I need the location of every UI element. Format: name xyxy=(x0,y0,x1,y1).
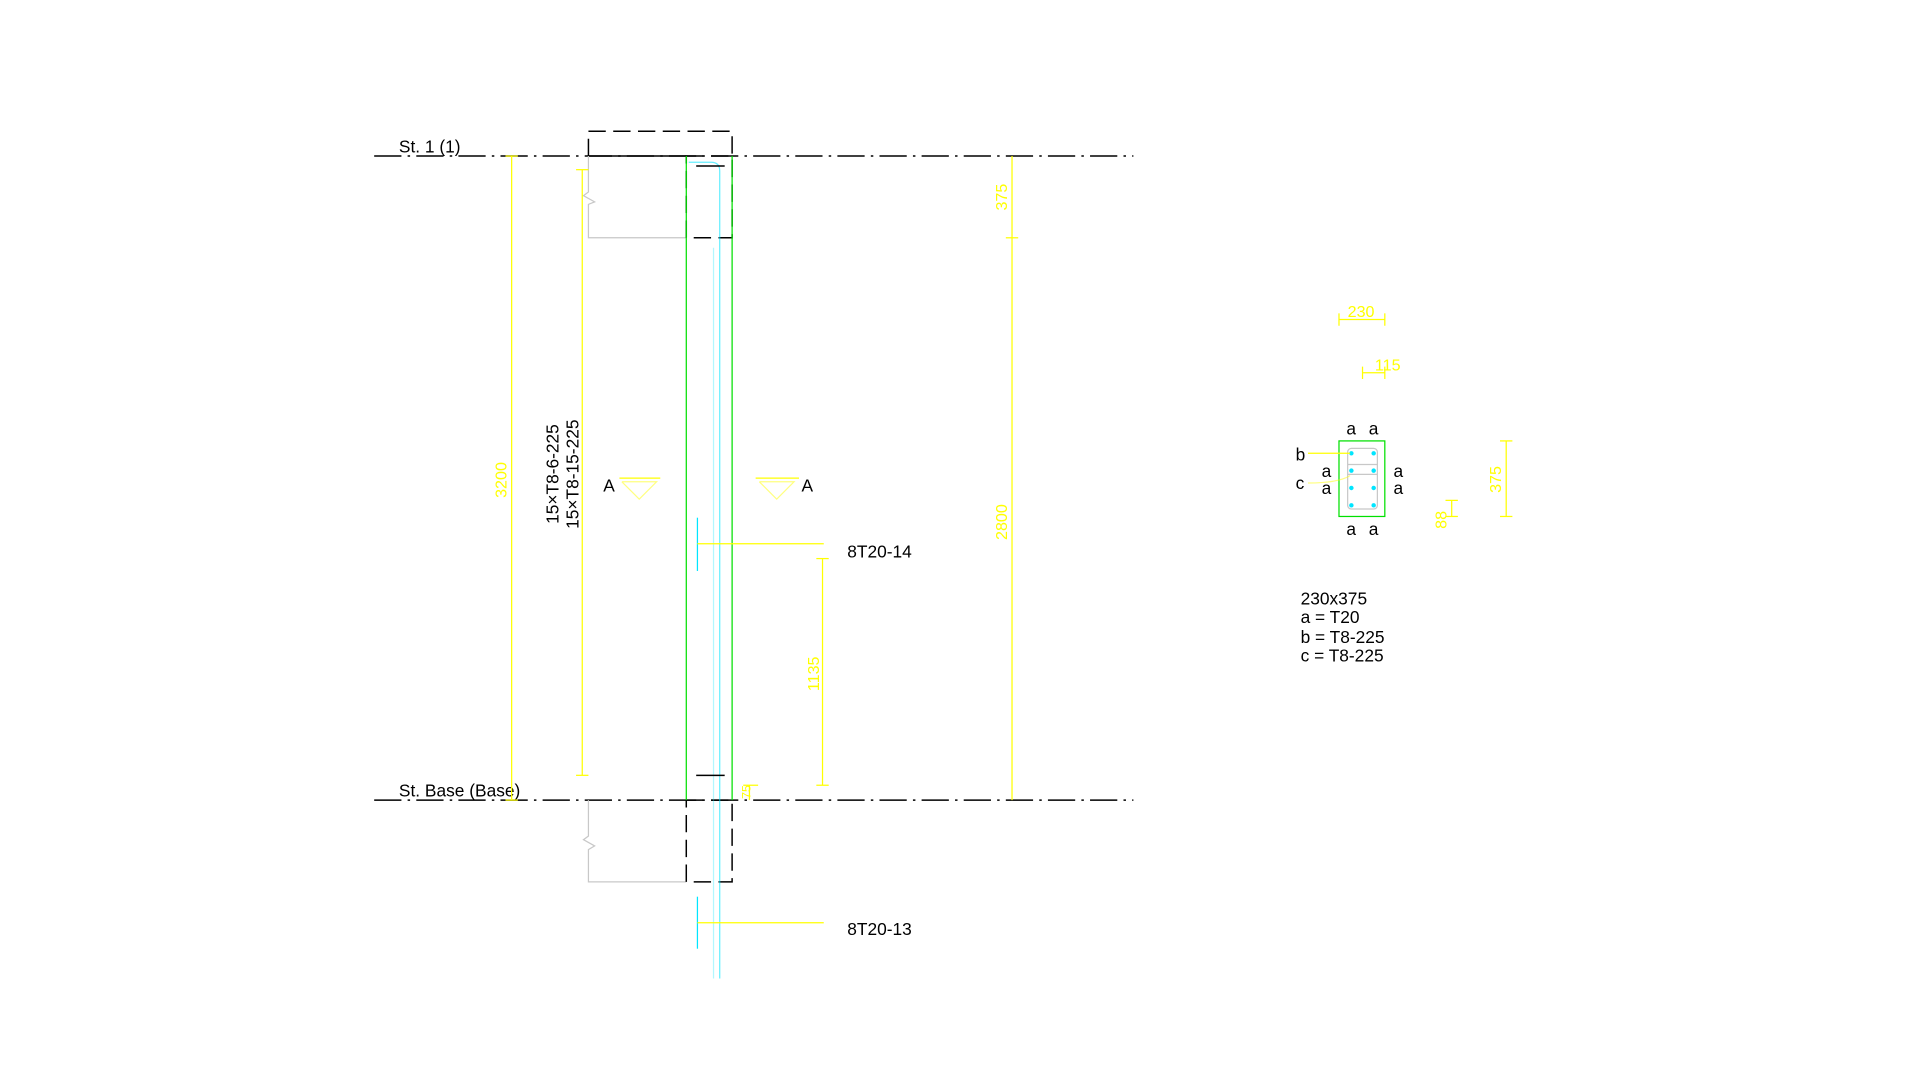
section-mark-left: A xyxy=(603,476,615,496)
section-legend: 230x375 a = T20 b = T8-225 c = T8-225 xyxy=(1301,588,1385,665)
cross-section xyxy=(1308,440,1386,518)
footing-outline-bottom xyxy=(582,799,733,883)
dimension-links-zone xyxy=(576,169,589,776)
section-mark-right: A xyxy=(801,476,813,496)
dimension-clear-height-label: 2800 xyxy=(993,504,1011,540)
bar-label-lower: 8T20-13 xyxy=(847,919,912,939)
dimension-top-zone-label: 375 xyxy=(993,184,1011,211)
bar-mark: a xyxy=(1369,419,1379,439)
bar-label-upper: 8T20-14 xyxy=(847,541,912,561)
links-label-1: 15×T8-6-225 xyxy=(543,424,563,524)
rebar-dots xyxy=(1349,451,1376,508)
links-label-2: 15×T8-15-225 xyxy=(563,420,583,529)
section-arrow-right-icon xyxy=(755,477,799,501)
bar-mark: a xyxy=(1393,461,1403,481)
section-arrow-left-icon xyxy=(619,477,661,501)
bar-mark: a xyxy=(1322,461,1332,481)
section-spacing-label: 88 xyxy=(1433,511,1451,529)
dimension-total-height xyxy=(505,155,518,801)
bar-mark: a xyxy=(1369,519,1379,539)
section-depth-label: 375 xyxy=(1487,466,1505,493)
legend-b: b = T8-225 xyxy=(1301,627,1385,647)
column-elevation xyxy=(685,156,733,979)
dimension-total-height-label: 3200 xyxy=(493,462,511,498)
bar-mark: a xyxy=(1393,478,1403,498)
section-dims xyxy=(1338,313,1513,518)
bar-mark: a xyxy=(1322,478,1332,498)
dimension-right xyxy=(1005,156,1019,801)
legend-a: a = T20 xyxy=(1301,607,1360,627)
dimension-lap xyxy=(816,557,829,786)
legend-size: 230x375 xyxy=(1301,588,1368,608)
link-mark-c: c xyxy=(1296,473,1305,493)
bar-callout-upper xyxy=(696,517,824,571)
dimension-cover xyxy=(743,784,759,801)
legend-c: c = T8-225 xyxy=(1301,645,1384,665)
bar-callout-lower xyxy=(696,896,824,949)
level-label-top: St. 1 (1) xyxy=(399,136,461,156)
dimension-lap-label: 1135 xyxy=(805,656,823,691)
link-mark-b: b xyxy=(1296,445,1306,465)
bar-mark: a xyxy=(1346,519,1356,539)
section-width-label: 230 xyxy=(1348,303,1375,321)
section-half-width-label: 115 xyxy=(1375,356,1401,374)
level-label-base: St. Base (Base) xyxy=(399,780,520,800)
beam-outline-top xyxy=(582,130,733,239)
bar-mark: a xyxy=(1346,419,1356,439)
dimension-cover-label: 75 xyxy=(740,785,754,799)
